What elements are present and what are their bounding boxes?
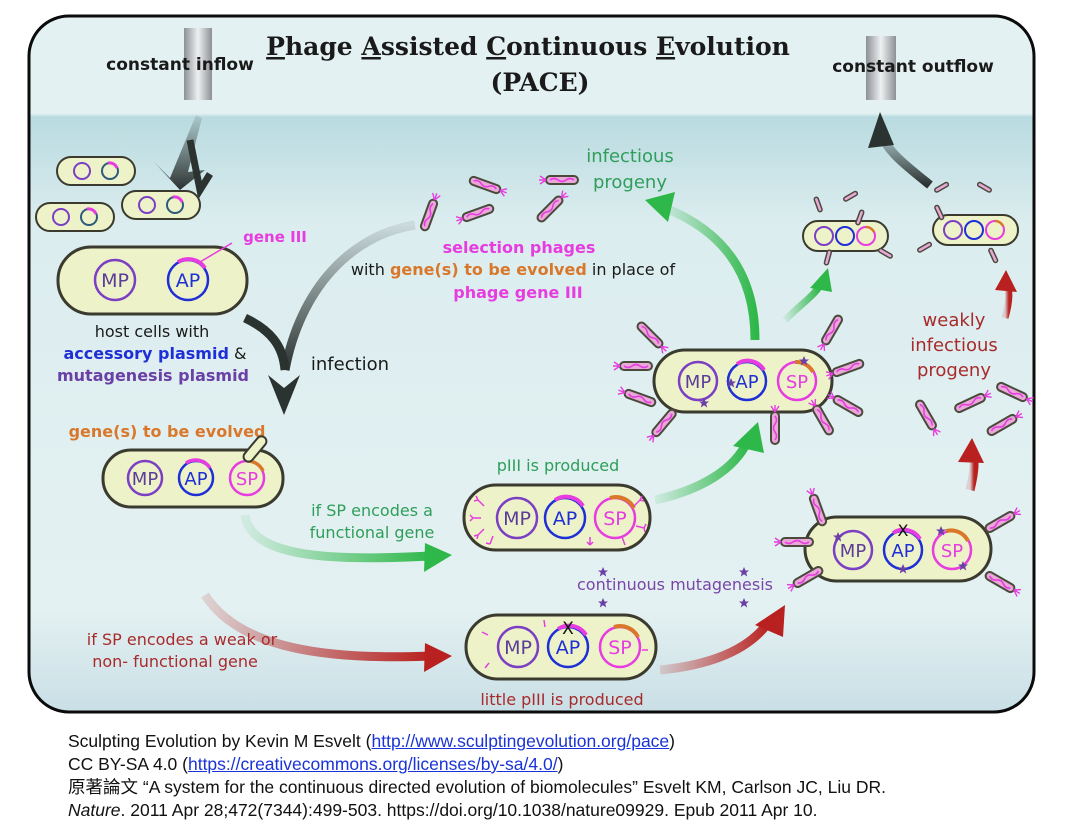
caption-line-2: CC BY-SA 4.0 (https://creativecommons.or… xyxy=(68,753,1058,776)
mp-label: MP xyxy=(840,541,867,562)
ampersand: & xyxy=(234,344,246,363)
mutagenesis-plasmid-label: mutagenesis plasmid xyxy=(57,366,249,385)
ap-label: AP xyxy=(176,270,200,292)
title-initial-a: A xyxy=(360,32,381,61)
x-mark: X xyxy=(898,521,909,540)
sp-label: SP xyxy=(236,469,258,490)
sp-label: SP xyxy=(941,541,963,562)
host-cells-label: host cells with xyxy=(95,322,210,341)
with-label: with xyxy=(351,260,385,279)
green-arrow-to-infected xyxy=(654,422,764,505)
infected-cell: MP AP SP xyxy=(101,435,285,509)
caption-credit: Sculpting Evolution by Kevin M Esvelt ( xyxy=(68,731,372,751)
title-initial-c: C xyxy=(486,32,506,61)
inflow-arrow xyxy=(154,115,213,200)
infection-label: infection xyxy=(311,354,389,375)
piii-produced-label: pIII is produced xyxy=(497,456,620,475)
mp-label: MP xyxy=(504,637,532,659)
host-cell: MP AP xyxy=(56,242,249,316)
accessory-plasmid-label: accessory plasmid xyxy=(64,344,229,363)
red-arrow-up xyxy=(958,438,984,492)
ap-label: AP xyxy=(184,469,207,490)
in-place-of-label: in place of xyxy=(592,260,676,279)
incoming-host-cell xyxy=(56,156,136,186)
constant-outflow-label: constant outflow xyxy=(832,57,994,77)
mp-label: MP xyxy=(685,372,712,393)
gene-iii-label: gene III xyxy=(243,228,307,246)
license-label: CC BY-SA 4.0 ( xyxy=(68,754,188,774)
outflow-arrow xyxy=(868,112,933,189)
title-word-evolution: volution xyxy=(674,32,790,61)
caption-line-3: 原著論文 “A system for the continuous direct… xyxy=(68,776,1058,799)
little-piii-label: little pIII is produced xyxy=(480,690,643,709)
ap-label: AP xyxy=(553,508,577,530)
progeny-label: progeny xyxy=(593,172,667,193)
title-word-assisted: ssisted xyxy=(381,32,478,61)
continuous-mutagenesis-label: continuous mutagenesis xyxy=(577,575,773,594)
genes-to-be-evolved-label: gene(s) to be evolved xyxy=(69,422,266,441)
weakly-infectious-label: infectious xyxy=(910,335,998,356)
non-functional-gene-label: non- functional gene xyxy=(92,652,258,671)
little-piii-cell: MP AP X SP xyxy=(464,613,658,681)
weakly-label: weakly xyxy=(923,310,986,331)
caption-line-1: Sculpting Evolution by Kevin M Esvelt (h… xyxy=(68,730,1058,753)
infectious-progeny-arrow xyxy=(645,192,760,341)
diagram-title: Phage Assisted Continuous Evolution xyxy=(266,32,790,61)
incoming-host-cell xyxy=(35,202,115,232)
diagram-subtitle: (PACE) xyxy=(491,68,590,97)
if-sp-functional-label: if SP encodes a xyxy=(311,501,433,520)
caption-paren: ) xyxy=(557,754,564,774)
sp-label: SP xyxy=(786,372,808,393)
title-word-phage: hage xyxy=(285,32,353,61)
journal-name: Nature xyxy=(68,800,121,820)
caption-line-4: Nature. 2011 Apr 28;472(7344):499-503. h… xyxy=(68,799,1058,822)
infection-arrow xyxy=(242,220,416,415)
ap-label: AP xyxy=(735,372,758,393)
phage-producing-cell: MP AP SP xyxy=(652,348,834,414)
weak-arrow xyxy=(201,592,452,672)
piii-producing-cell: MP AP SP xyxy=(462,483,652,552)
weakly-infected-cell: MP AP X SP xyxy=(803,515,993,583)
accessory-plasmid-line: accessory plasmid & xyxy=(64,344,247,363)
caption-paren: ) xyxy=(669,731,675,751)
weakly-progeny-label: progeny xyxy=(917,360,991,381)
infectious-label: infectious xyxy=(586,146,674,167)
ap-label: AP xyxy=(556,637,580,659)
if-sp-weak-label: if SP encodes a weak or xyxy=(87,630,278,649)
title-initial-e: E xyxy=(656,32,675,61)
license-link[interactable]: https://creativecommons.org/licenses/by-… xyxy=(187,754,558,774)
sp-label: SP xyxy=(603,508,627,530)
outflow-phages xyxy=(813,181,999,266)
outflow-cell-weak xyxy=(932,214,1019,246)
outflow-cell-functional xyxy=(802,220,889,252)
selection-phages-description: with gene(s) to be evolved in place of xyxy=(351,260,676,279)
original-paper-citation: 原著論文 “A system for the continuous direct… xyxy=(68,777,886,797)
x-mark: X xyxy=(562,619,574,639)
outflow-tube xyxy=(866,36,896,100)
phage-gene-iii-label: phage gene III xyxy=(453,283,583,302)
pace-diagram: Phage Assisted Continuous Evolution (PAC… xyxy=(27,14,1036,714)
ap-label: AP xyxy=(891,541,914,562)
incoming-host-cell xyxy=(121,190,201,220)
sp-label: SP xyxy=(608,637,632,659)
mp-label: MP xyxy=(101,270,129,292)
genes-to-be-evolved-inline: gene(s) to be evolved xyxy=(390,260,587,279)
inflow-tube xyxy=(184,28,212,100)
functional-gene-label-2: functional gene xyxy=(310,523,435,542)
title-word-continuous: ontinuous xyxy=(506,32,647,61)
red-arrow-to-weak-progeny xyxy=(995,270,1017,319)
sculpting-evolution-link[interactable]: http://www.sculptingevolution.org/pace xyxy=(371,731,670,751)
selection-phages-label: selection phages xyxy=(443,238,596,257)
functional-arrow xyxy=(240,514,452,572)
green-arrow-to-outflow xyxy=(782,268,832,323)
mp-label: MP xyxy=(132,469,159,490)
citation-details: . 2011 Apr 28;472(7344):499-503. https:/… xyxy=(120,800,818,820)
constant-inflow-label: constant inflow xyxy=(106,55,254,75)
attribution-caption: Sculpting Evolution by Kevin M Esvelt (h… xyxy=(68,730,1058,822)
title-initial-p: P xyxy=(266,32,285,61)
red-arrow-to-weak-cell xyxy=(659,605,785,675)
mp-label: MP xyxy=(503,508,531,530)
